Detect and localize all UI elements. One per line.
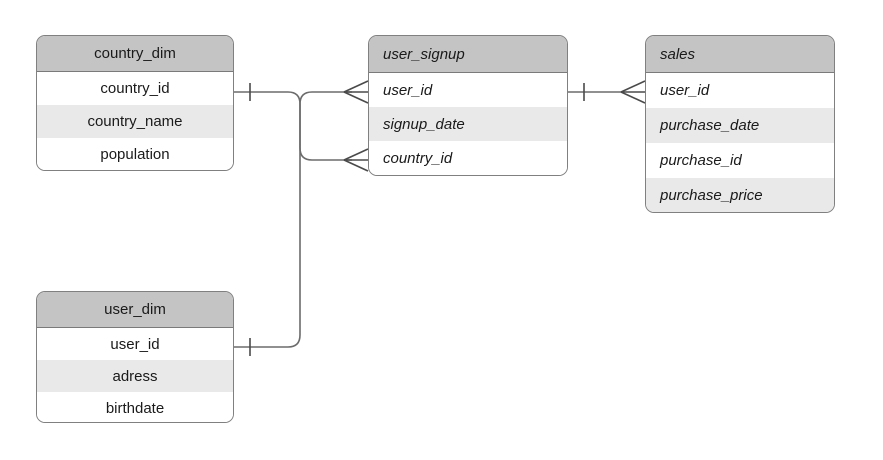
attribute-user-signup-signup-date: signup_date	[369, 107, 567, 141]
attribute-country-dim-country-name: country_name	[37, 105, 233, 138]
attribute-user-dim-adress: adress	[37, 360, 233, 392]
crow-foot-user-signup-country-id	[343, 148, 369, 172]
attribute-user-dim-user-id: user_id	[37, 328, 233, 360]
connector-user-dim-user-signup	[234, 80, 369, 356]
crow-foot-sales-user-id	[620, 80, 646, 104]
entity-sales[interactable]: sales user_id purchase_date purchase_id …	[645, 35, 835, 213]
attribute-user-signup-user-id: user_id	[369, 73, 567, 107]
attribute-sales-purchase-price: purchase_price	[646, 178, 834, 212]
attribute-sales-purchase-id: purchase_id	[646, 143, 834, 178]
entity-country-dim[interactable]: country_dim country_id country_name popu…	[36, 35, 234, 171]
crow-foot-user-signup-user-id	[343, 80, 369, 104]
entity-title-user-signup: user_signup	[369, 36, 567, 73]
attribute-user-signup-country-id: country_id	[369, 141, 567, 175]
attribute-user-dim-birthdate: birthdate	[37, 392, 233, 422]
attribute-sales-user-id: user_id	[646, 73, 834, 108]
entity-user-dim[interactable]: user_dim user_id adress birthdate	[36, 291, 234, 423]
attribute-sales-purchase-date: purchase_date	[646, 108, 834, 143]
connector-user-signup-sales	[568, 80, 646, 104]
entity-user-signup[interactable]: user_signup user_id signup_date country_…	[368, 35, 568, 176]
attribute-country-dim-population: population	[37, 138, 233, 170]
entity-title-user-dim: user_dim	[37, 292, 233, 328]
attribute-country-dim-country-id: country_id	[37, 72, 233, 105]
entity-title-sales: sales	[646, 36, 834, 73]
entity-title-country-dim: country_dim	[37, 36, 233, 72]
